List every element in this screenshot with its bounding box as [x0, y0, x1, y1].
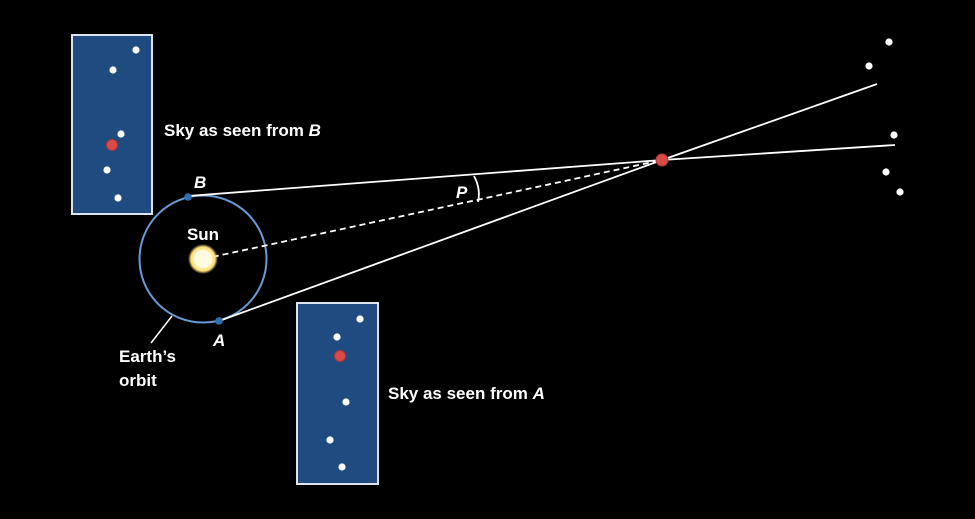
panel-a-star [342, 398, 350, 406]
panel-a-star [326, 436, 334, 444]
background-star [890, 131, 898, 139]
panel-b-star [114, 194, 122, 202]
sun-star-baseline [202, 159, 663, 260]
sun-label: Sun [187, 225, 219, 244]
sky-a-caption: Sky as seen from A [388, 384, 545, 403]
sky-a-caption-point: A [532, 384, 545, 403]
background-star [865, 62, 873, 70]
panel-b-star [132, 46, 140, 54]
orbit-label-line1: Earth’s [119, 347, 176, 366]
sky-b-caption-text: Sky as seen from [164, 121, 309, 140]
panel-a-star [333, 333, 341, 341]
parallax-angle-arc [473, 175, 480, 203]
sky-panel-b [71, 34, 153, 215]
earth-position-a [215, 317, 223, 325]
sky-panel-a-frame [296, 302, 379, 485]
panel-a-target-star [334, 350, 346, 362]
sun [194, 250, 212, 268]
panel-b-star [109, 66, 117, 74]
target-star [655, 153, 669, 167]
panel-a-star [338, 463, 346, 471]
sky-panel-b-frame [71, 34, 153, 215]
background-star [896, 188, 904, 196]
point-a-label: A [212, 331, 225, 350]
panel-b-star [103, 166, 111, 174]
orbit-label-line2: orbit [119, 371, 157, 390]
point-b-label: B [194, 173, 206, 192]
sky-a-caption-text: Sky as seen from [388, 384, 533, 403]
background-star [885, 38, 893, 46]
panel-b-target-star [106, 139, 118, 151]
sky-b-caption: Sky as seen from B [164, 121, 321, 140]
background-star [882, 168, 890, 176]
sight-line-from-a [218, 159, 663, 322]
sight-line-from-b [187, 159, 663, 197]
panel-a-star [356, 315, 364, 323]
parallax-angle-label: P [456, 183, 468, 202]
sight-line-b-extension [661, 83, 878, 161]
earth-position-b [184, 193, 192, 201]
panel-b-star [117, 130, 125, 138]
sky-panel-a [296, 302, 379, 485]
sight-line-a-extension [661, 144, 896, 161]
orbit-label-pointer [150, 315, 173, 344]
orbit-label: Earth’s orbit [119, 347, 181, 390]
sky-b-caption-point: B [309, 121, 321, 140]
